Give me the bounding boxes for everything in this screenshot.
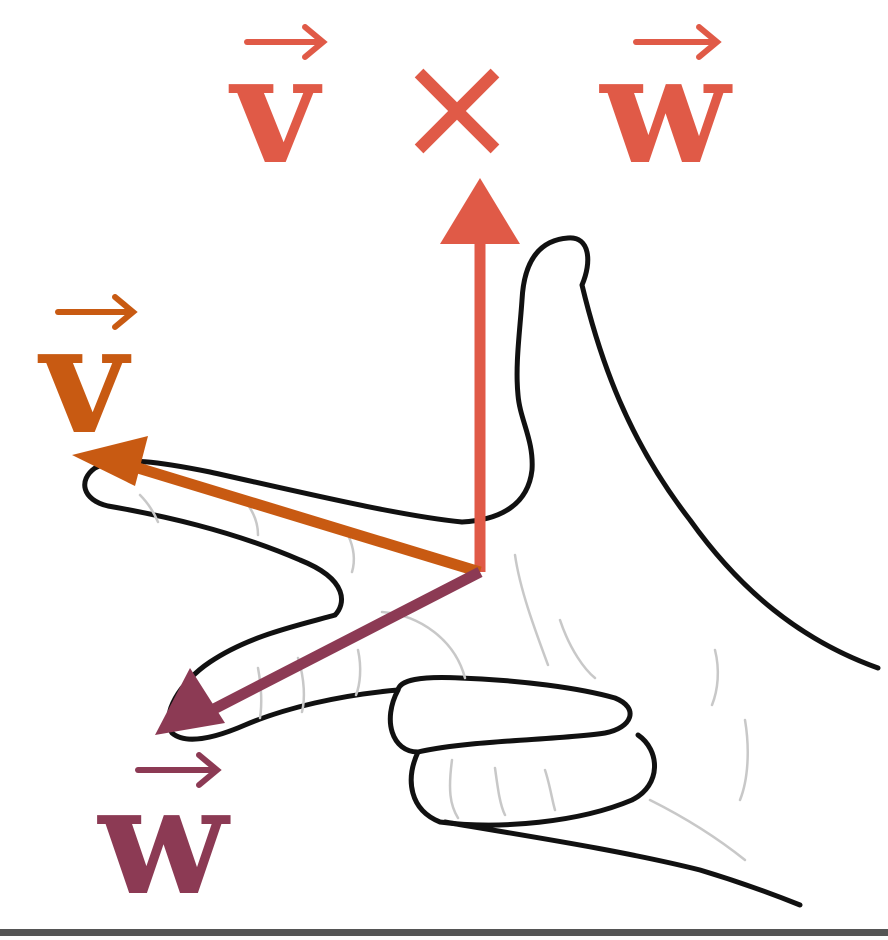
curled-pinky-outline	[408, 732, 657, 828]
overhead-arrow-icon	[55, 294, 138, 330]
overhead-arrow-icon	[633, 24, 722, 60]
w-arrowhead	[155, 668, 225, 735]
cross-product-label: v × w	[228, 20, 733, 198]
w-letter: w	[96, 753, 231, 929]
middle-finger-outline	[165, 612, 401, 742]
cross-product-vector	[440, 178, 520, 572]
v-arrowhead	[72, 436, 148, 486]
v-letter: v	[37, 292, 131, 468]
w-vector	[155, 567, 483, 735]
index-finger-outline	[82, 458, 465, 618]
thumb-outline	[459, 235, 881, 671]
cross-w-letter: w	[598, 22, 733, 198]
curled-ring-finger-outline	[387, 675, 633, 755]
wrist-outline	[442, 819, 803, 908]
w-label: w	[96, 752, 231, 929]
v-label: v	[37, 292, 138, 468]
bottom-border	[0, 929, 888, 936]
overhead-arrow-icon	[244, 24, 328, 60]
cross-v-letter: v	[228, 22, 322, 198]
v-vector	[72, 436, 482, 578]
hand-outline	[82, 235, 881, 908]
overhead-arrow-icon	[135, 752, 222, 788]
cross-operator: ×	[394, 20, 520, 194]
cross-product-arrowhead	[440, 178, 520, 244]
